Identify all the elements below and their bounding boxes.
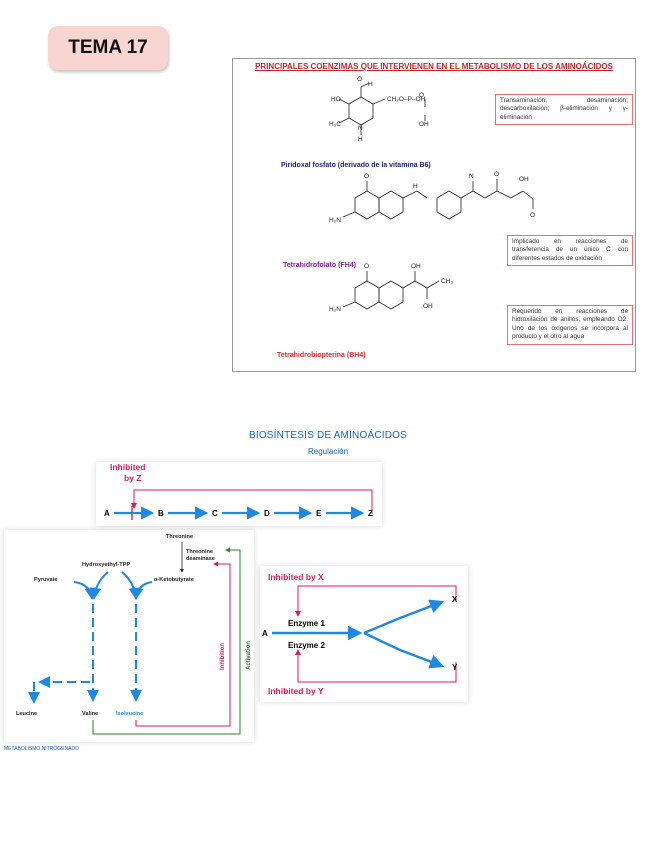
svg-text:HO: HO — [331, 96, 341, 103]
svg-text:O: O — [494, 171, 499, 178]
feedback-inhibition-panel: Inhibited by Z A B C D E Z — [96, 462, 382, 526]
deaminase-label-2: deaminase — [186, 556, 215, 562]
node-y: Y — [452, 663, 458, 672]
svg-text:H: H — [413, 183, 418, 190]
svg-text:N: N — [358, 125, 363, 132]
svg-text:N: N — [469, 173, 474, 180]
svg-text:H₂N: H₂N — [329, 306, 341, 313]
leucine-label: Leucine — [16, 711, 37, 717]
node-z: Z — [368, 509, 373, 518]
molecule-name-bh4: Tetrahidrobiopterina (BH4) — [277, 352, 366, 359]
node-c: C — [212, 509, 218, 518]
note-bh4: Requerido en reacciones de hidroxilación… — [507, 305, 633, 345]
svg-text:OH: OH — [411, 263, 421, 270]
branched-aa-panel: Threonine Threonine deaminase Hydroxyeth… — [4, 530, 254, 742]
svg-text:OH: OH — [423, 303, 433, 310]
enzyme-branch-panel: Inhibited by X Inhibited by Y A Enzyme 1… — [260, 566, 468, 702]
svg-text:CH₂O–P–OH: CH₂O–P–OH — [387, 96, 426, 103]
footer-label: METABOLISMO NITROGENADO — [4, 746, 79, 752]
enzyme-branch-diagram: Inhibited by X Inhibited by Y A Enzyme 1… — [262, 572, 458, 696]
inhibited-label: Inhibited — [110, 462, 145, 472]
hydroxyethyl-label: Hydroxyethyl-TPP — [82, 562, 130, 568]
svg-text:H₂N: H₂N — [329, 217, 341, 224]
deaminase-label-1: Threonine — [186, 549, 213, 555]
node-d: D — [264, 509, 270, 518]
inhibited-by-x-label: Inhibited by X — [268, 572, 324, 582]
coenzymes-title: PRINCIPALES COENZIMAS QUE INTERVIENEN EN… — [255, 62, 613, 71]
svg-text:H: H — [358, 136, 363, 143]
svg-text:CH₃: CH₃ — [441, 278, 453, 285]
biosintesis-subtitle: Regulación — [307, 447, 349, 456]
node-a-branch: A — [262, 629, 268, 638]
enzyme-1-label: Enzyme 1 — [288, 619, 325, 628]
enzyme-2-label: Enzyme 2 — [288, 641, 325, 650]
svg-text:OH: OH — [519, 176, 529, 183]
molecule-name-pyridoxal: Piridoxal fosfato (derivado de la vitami… — [281, 162, 431, 169]
valine-label: Valine — [82, 711, 98, 717]
svg-text:OH: OH — [419, 121, 429, 128]
note-pyridoxal: Transaminación; desaminación; descarboxi… — [495, 94, 633, 126]
coenzymes-figure: PRINCIPALES COENZIMAS QUE INTERVIENEN EN… — [232, 58, 636, 372]
inhibited-by-y-label: Inhibited by Y — [268, 686, 324, 696]
chemical-structures: OH HO CH₂O–P–OH H₃C NH OOH O H₂N H N OOH… — [329, 76, 535, 313]
linear-pathway-diagram: Inhibited by Z A B C D E Z — [104, 462, 373, 520]
svg-text:O: O — [530, 212, 535, 219]
svg-text:H₃C: H₃C — [329, 121, 341, 128]
isoleucine-label: Isoleucine — [116, 711, 143, 717]
node-a: A — [104, 509, 110, 518]
node-x: X — [452, 595, 458, 604]
node-e: E — [316, 509, 322, 518]
biosintesis-title: BIOSÍNTESIS DE AMINOÁCIDOS — [248, 430, 407, 441]
inhibition-label: Inhibition — [220, 643, 226, 670]
note-thf: Implicado en reacciones de transferencia… — [507, 235, 633, 267]
svg-text:O: O — [364, 263, 369, 270]
pyridine-ring — [348, 96, 374, 126]
svg-text:O: O — [419, 92, 424, 99]
node-b: B — [158, 509, 164, 518]
branched-pathway-diagram: Threonine Threonine deaminase Hydroxyeth… — [16, 534, 252, 735]
inhibited-by-z-label: by Z — [124, 473, 141, 483]
ketobutyrate-label: α-Ketobutyrate — [154, 577, 194, 583]
molecule-name-thf: Tetrahidrofolato (FH4) — [283, 262, 356, 269]
svg-text:H: H — [368, 81, 373, 88]
pyruvate-label: Pyruvate — [34, 577, 58, 583]
activation-label: Activation — [246, 641, 252, 670]
threonine-label: Threonine — [166, 534, 193, 540]
svg-text:O: O — [364, 173, 369, 180]
svg-text:O: O — [357, 76, 362, 83]
tema-badge: TEMA 17 — [48, 26, 168, 70]
